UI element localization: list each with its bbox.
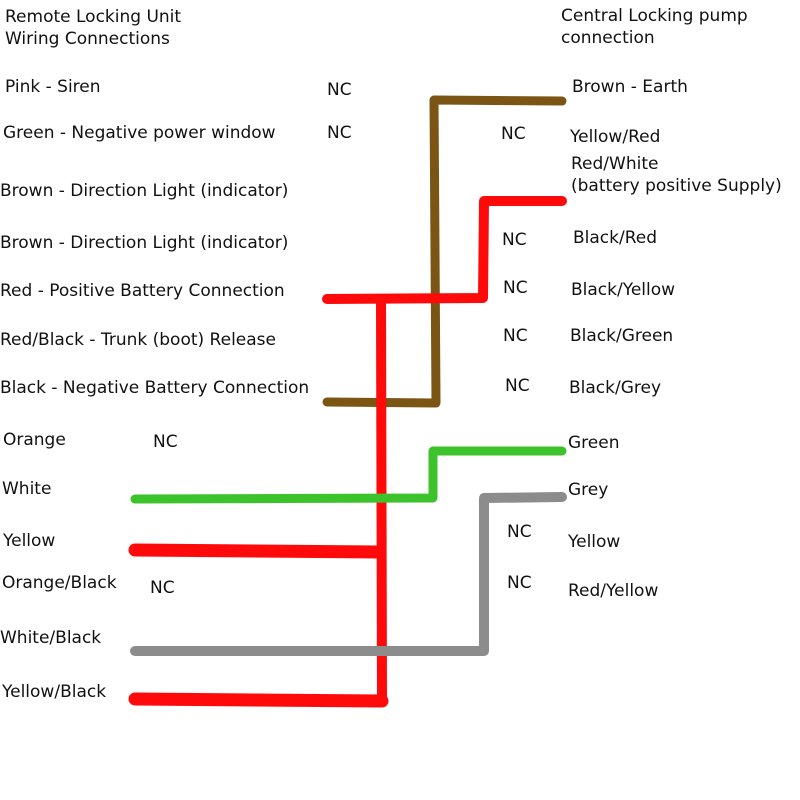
left-label-black-negative-battery: Black - Negative Battery Connection <box>0 378 310 398</box>
left-title-line-1: Remote Locking Unit <box>5 7 182 27</box>
nc-black-red: NC <box>502 230 527 250</box>
wire-green <box>130 446 567 504</box>
nc-red-yellow: NC <box>507 573 532 593</box>
left-label-brown-direction-1: Brown - Direction Light (indicator) <box>0 181 289 201</box>
nc-orange: NC <box>153 432 178 452</box>
nc-yellow-red: NC <box>501 124 526 144</box>
right-title-line-2: connection <box>561 28 655 48</box>
right-title-line-1: Central Locking pump <box>561 6 748 26</box>
left-label-white-black: White/Black <box>0 628 102 648</box>
nc-yellow: NC <box>507 522 532 542</box>
right-label-black-red: Black/Red <box>573 228 658 248</box>
right-label-green: Green <box>568 433 620 453</box>
right-label-black-green: Black/Green <box>570 326 674 346</box>
left-label-orange: Orange <box>3 430 66 450</box>
right-label-red-white: Red/White <box>571 154 659 174</box>
right-label-yellow-red: Yellow/Red <box>570 127 661 147</box>
nc-black-yellow: NC <box>503 278 528 298</box>
left-label-red-positive-battery: Red - Positive Battery Connection <box>0 281 285 301</box>
wire-red-positive-supply <box>322 196 567 304</box>
left-label-yellow-black: Yellow/Black <box>2 682 107 702</box>
right-label-black-grey: Black/Grey <box>569 378 662 398</box>
right-label-yellow: Yellow <box>568 532 621 552</box>
right-label-red-yellow: Red/Yellow <box>568 581 659 601</box>
wire-red-yellow <box>128 543 387 559</box>
left-label-orange-black: Orange/Black <box>2 573 117 593</box>
right-label-grey: Grey <box>568 480 609 500</box>
left-label-pink-siren: Pink - Siren <box>5 77 101 97</box>
wire-grey <box>130 492 567 656</box>
nc-pink-siren: NC <box>327 80 352 100</box>
left-title-line-2: Wiring Connections <box>5 29 170 49</box>
nc-black-grey: NC <box>505 376 530 396</box>
left-label-brown-direction-2: Brown - Direction Light (indicator) <box>0 233 289 253</box>
nc-orange-black: NC <box>150 578 175 598</box>
wire-red-yellow-black <box>128 692 389 708</box>
right-label-battery-positive-supply: (battery positive Supply) <box>571 176 782 196</box>
left-label-yellow: Yellow <box>3 531 56 551</box>
left-label-red-black-trunk: Red/Black - Trunk (boot) Release <box>0 330 276 350</box>
nc-black-green: NC <box>503 326 528 346</box>
right-label-black-yellow: Black/Yellow <box>571 280 676 300</box>
right-label-brown-earth: Brown - Earth <box>572 77 688 97</box>
left-label-green-power-window: Green - Negative power window <box>3 123 276 143</box>
nc-green-power-window: NC <box>327 123 352 143</box>
left-label-white: White <box>2 479 52 499</box>
wire-brown-earth <box>322 95 567 408</box>
